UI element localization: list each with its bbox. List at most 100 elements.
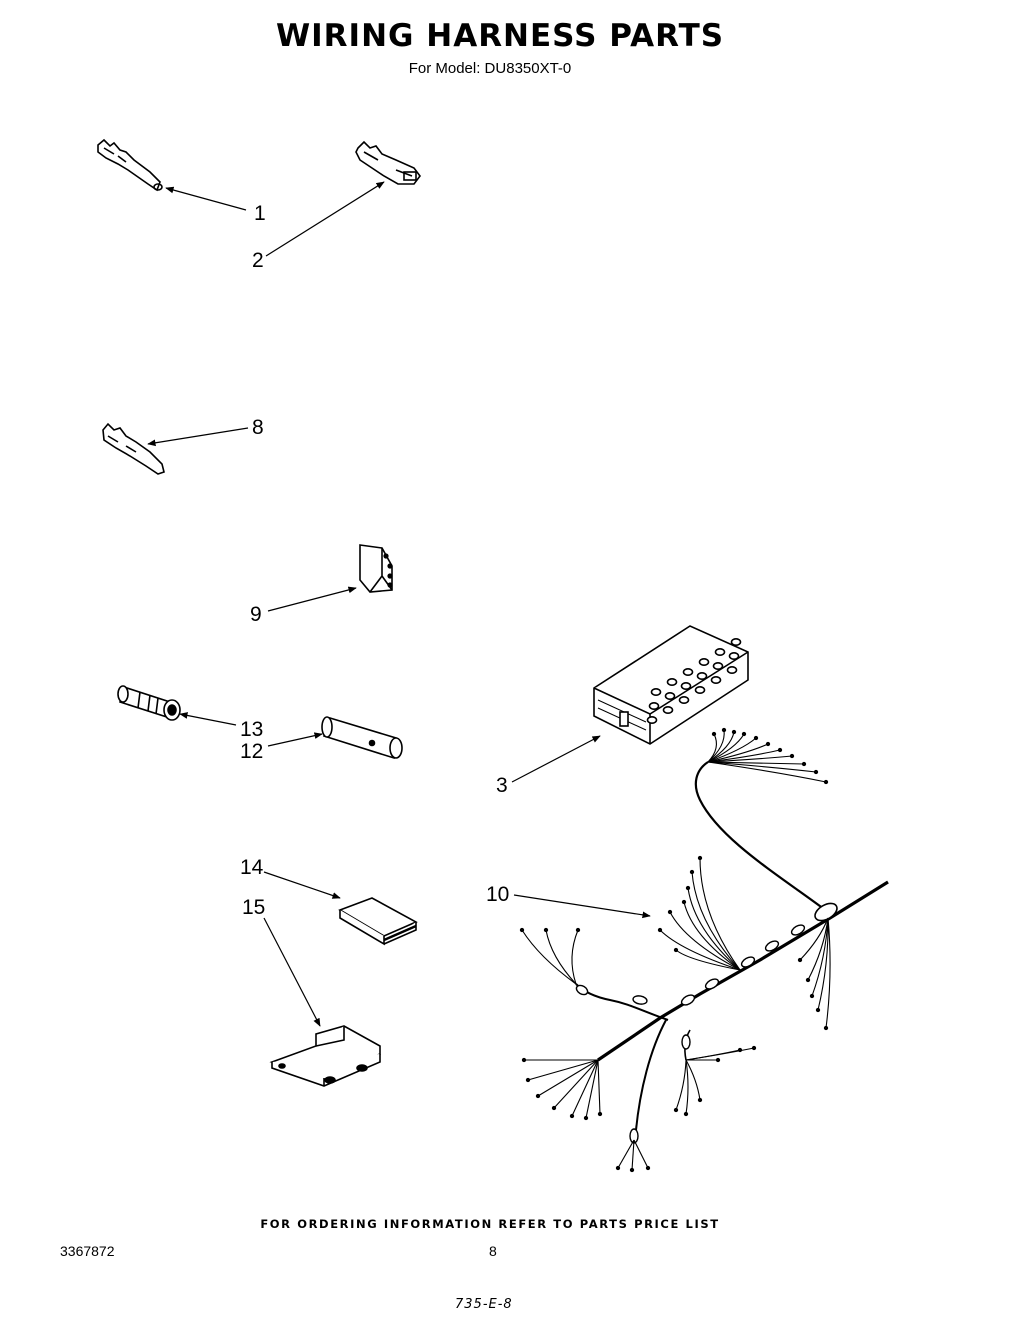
wire-end (805, 977, 811, 983)
leader-lines (147, 181, 651, 1027)
connector-hole (728, 651, 740, 660)
wire-end (519, 927, 525, 933)
wire-end (721, 727, 727, 733)
wire-end (813, 769, 819, 775)
wire-lead (691, 871, 741, 971)
handwritten-code: 735-E-8 (455, 1297, 513, 1312)
wire-lead (631, 1139, 635, 1171)
wire-lead (799, 917, 829, 961)
connector-hole (646, 715, 658, 724)
connector-part-9 (359, 544, 393, 593)
connector-hole (666, 677, 678, 686)
connector-hole (682, 667, 694, 676)
wire-end (645, 1165, 651, 1171)
wire-end (697, 855, 703, 861)
wire-end (615, 1165, 621, 1171)
wire-end (711, 731, 717, 737)
callout-1: 1 (254, 202, 266, 225)
wire-lead (707, 749, 781, 763)
terminal-part-8 (102, 422, 165, 475)
wire-end (521, 1057, 527, 1063)
wire-lead (669, 911, 741, 971)
wire-end (685, 885, 691, 891)
wire-end (673, 1107, 679, 1113)
wire-end (667, 909, 673, 915)
wire-lead (675, 1059, 687, 1111)
connector-hole (726, 665, 738, 674)
wire-end (569, 1113, 575, 1119)
wire-end (657, 927, 663, 933)
wire-end (681, 899, 687, 905)
wire-end (731, 729, 737, 735)
connector-hole (648, 701, 660, 710)
callout-8: 8 (252, 416, 264, 439)
wire-lead (685, 1059, 689, 1115)
wire-end (753, 735, 759, 741)
wire-end (673, 947, 679, 953)
wire-lead (825, 917, 831, 1029)
wire-lead (707, 733, 745, 763)
wire-lead (527, 1059, 599, 1081)
wire-lead (707, 761, 817, 773)
wire-end (535, 1093, 541, 1099)
callout-13: 13 (240, 718, 263, 741)
wire-lead (659, 929, 741, 971)
wire-end (543, 927, 549, 933)
wire-end (697, 1097, 703, 1103)
wire-end (597, 1111, 603, 1117)
wire-end (741, 731, 747, 737)
wire-end (797, 957, 803, 963)
wire-lead (685, 1047, 755, 1061)
wire-lead (633, 1139, 649, 1169)
callout-14: 14 (240, 856, 264, 879)
wire-lead (617, 1139, 635, 1169)
callout-12: 12 (240, 740, 263, 763)
terminal-part-1 (97, 138, 163, 192)
page-number: 8 (489, 1243, 497, 1259)
page-title: WIRING HARNESS PARTS (275, 18, 725, 54)
connector-hole (680, 681, 692, 690)
wire-end (689, 869, 695, 875)
wire-lead (521, 929, 577, 985)
connector-hole (696, 671, 708, 680)
wire-end (715, 1057, 721, 1063)
wire-lead (707, 737, 757, 763)
wire-end (777, 747, 783, 753)
wire-end (809, 993, 815, 999)
document-number: 3367872 (60, 1243, 115, 1259)
sleeve-part-12 (321, 716, 403, 760)
wire-end (823, 779, 829, 785)
wire-end (629, 1167, 635, 1173)
callout-3: 3 (496, 774, 508, 797)
callout-9: 9 (250, 603, 262, 626)
wire-end (583, 1115, 589, 1121)
callout-2: 2 (252, 249, 264, 272)
connector-hole (730, 637, 742, 646)
clip-part-14 (338, 897, 418, 946)
connector-block-part-3 (593, 625, 749, 745)
wire-end (765, 741, 771, 747)
callout-numbers: 1 2 8 9 13 12 3 10 14 15 (240, 202, 509, 919)
splice-part-13 (117, 685, 181, 721)
wire-lead (675, 949, 741, 971)
wire-lead (687, 887, 741, 971)
wire-lead (545, 929, 577, 985)
wire-lead (817, 917, 829, 1011)
wire-lead (585, 1059, 599, 1119)
wiring-harness-part-10 (519, 727, 889, 1173)
callout-15: 15 (242, 896, 265, 919)
wire-end (815, 1007, 821, 1013)
wire-end (801, 761, 807, 767)
connector-hole (664, 691, 676, 700)
callout-10: 10 (486, 883, 509, 906)
wire-lead (707, 731, 735, 763)
wire-lead (707, 761, 805, 765)
wire-lead (707, 743, 769, 763)
wire-end (823, 1025, 829, 1031)
wire-lead (707, 729, 725, 763)
wire-end (525, 1077, 531, 1083)
wire-end (683, 1111, 689, 1117)
connector-hole (712, 661, 724, 670)
wire-lead (683, 901, 741, 971)
